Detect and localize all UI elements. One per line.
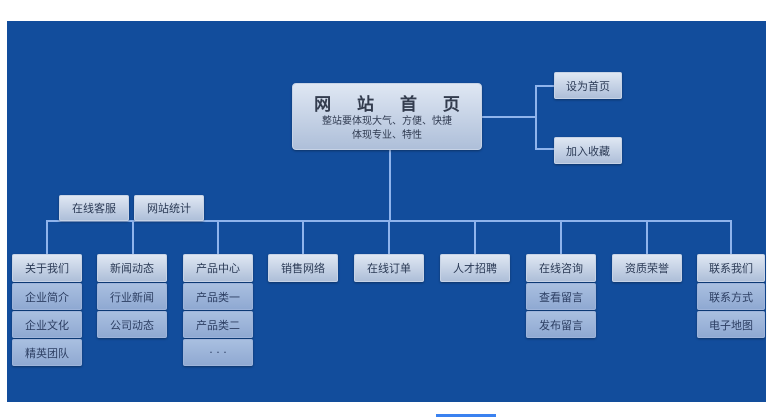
node-industry-news[interactable]: 行业新闻: [97, 283, 167, 310]
connector-col-1: [46, 220, 48, 254]
node-map[interactable]: 电子地图: [697, 311, 765, 338]
connector-to-favorite: [535, 148, 555, 150]
connector-col-6: [474, 220, 476, 254]
node-recruitment[interactable]: 人才招聘: [440, 254, 510, 282]
node-contact-info[interactable]: 联系方式: [697, 283, 765, 310]
root-title: 网 站 首 页: [314, 95, 470, 115]
node-company-culture[interactable]: 企业文化: [12, 311, 82, 338]
online-service-node[interactable]: 在线客服: [59, 195, 129, 221]
connector-col-3: [217, 220, 219, 254]
connector-root-right: [482, 116, 536, 118]
bottom-indicator-bar: [436, 414, 496, 417]
connector-col-7: [560, 220, 562, 254]
connector-col-4: [302, 220, 304, 254]
node-sales-network[interactable]: 销售网络: [268, 254, 338, 282]
node-about-us[interactable]: 关于我们: [12, 254, 82, 282]
connector-to-set-home: [535, 85, 555, 87]
root-subtitle-1: 整站要体现大气、方便、快捷: [322, 116, 452, 127]
node-honors[interactable]: 资质荣誉: [612, 254, 682, 282]
node-online-order[interactable]: 在线订单: [354, 254, 424, 282]
root-subtitle-2: 体现专业、特性: [352, 130, 422, 141]
node-view-messages[interactable]: 查看留言: [526, 283, 596, 310]
node-product-category-2[interactable]: 产品类二: [183, 311, 253, 338]
add-favorite-button[interactable]: 加入收藏: [554, 137, 622, 164]
connector-col-2: [132, 220, 134, 254]
connector-col-5: [388, 220, 390, 254]
node-elite-team[interactable]: 精英团队: [12, 339, 82, 366]
connector-root-down: [389, 150, 391, 222]
node-product-more[interactable]: · · ·: [183, 339, 253, 366]
node-product-category-1[interactable]: 产品类一: [183, 283, 253, 310]
node-contact-us[interactable]: 联系我们: [697, 254, 765, 282]
connector-bracket-vertical: [535, 85, 537, 150]
node-post-message[interactable]: 发布留言: [526, 311, 596, 338]
node-products[interactable]: 产品中心: [183, 254, 253, 282]
node-company-news[interactable]: 公司动态: [97, 311, 167, 338]
node-online-consult[interactable]: 在线咨询: [526, 254, 596, 282]
root-node-homepage[interactable]: 网 站 首 页 整站要体现大气、方便、快捷 体现专业、特性: [292, 83, 482, 150]
connector-col-8: [646, 220, 648, 254]
node-company-profile[interactable]: 企业简介: [12, 283, 82, 310]
set-homepage-button[interactable]: 设为首页: [554, 72, 622, 99]
node-news[interactable]: 新闻动态: [97, 254, 167, 282]
connector-col-9: [730, 220, 732, 254]
site-statistics-node[interactable]: 网站统计: [134, 195, 204, 221]
